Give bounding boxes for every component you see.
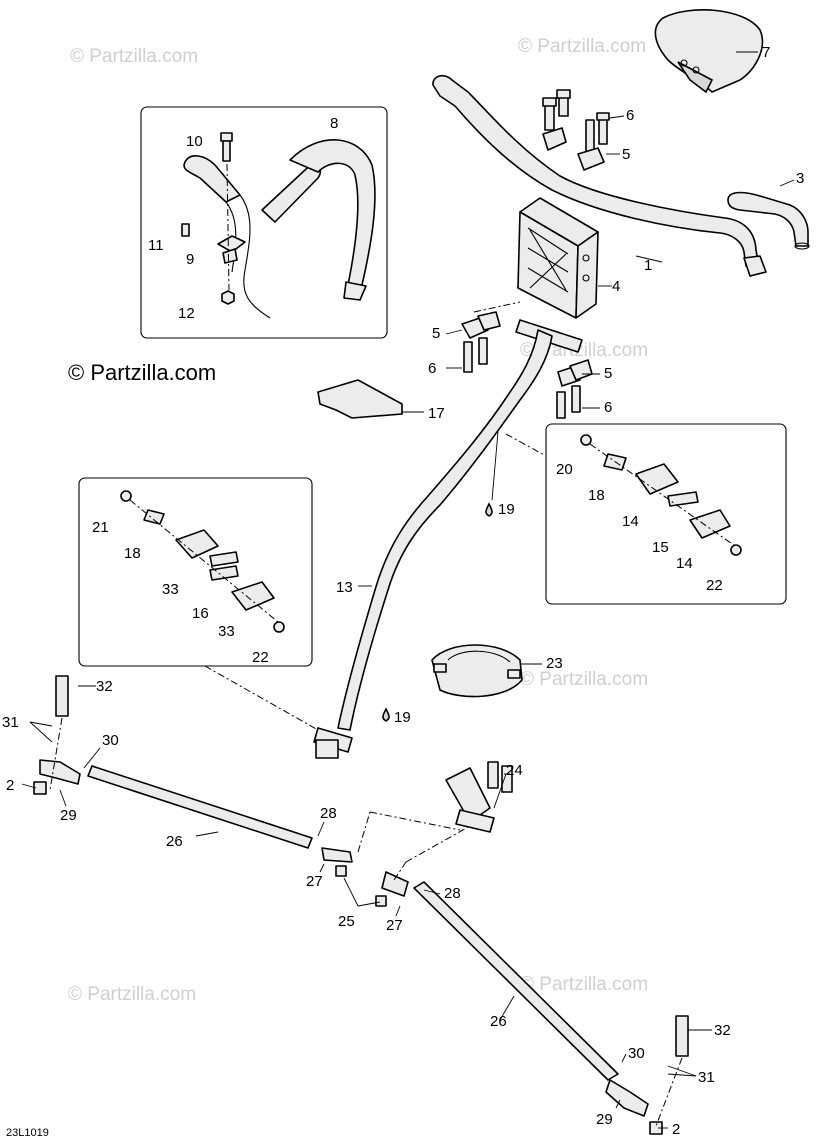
callout-label: 28 xyxy=(444,885,461,902)
pitman-arm-part xyxy=(445,761,513,833)
callout-label: 6 xyxy=(626,107,634,124)
callout-label: 15 xyxy=(652,539,669,556)
callout-label: 31 xyxy=(698,1069,715,1086)
callout-label: 11 xyxy=(148,237,164,254)
callout-label: 29 xyxy=(60,807,77,824)
callout-label: 18 xyxy=(588,487,605,504)
upper-clamp-hardware xyxy=(542,89,610,171)
watermark: © Partzilla.com xyxy=(520,669,648,690)
watermark: © Partzilla.com xyxy=(70,46,198,67)
callout-label: 12 xyxy=(178,305,195,322)
watermark: © Partzilla.com xyxy=(518,36,646,57)
handlebar-part xyxy=(432,74,767,277)
callout-label: 18 xyxy=(124,545,141,562)
callout-label: 33 xyxy=(162,581,179,598)
bolt-left-part xyxy=(55,675,69,717)
callout-label: 4 xyxy=(612,278,620,295)
callout-label: 29 xyxy=(596,1111,613,1128)
callout-label: 10 xyxy=(186,133,203,150)
handlebar-padding-detail xyxy=(181,132,376,319)
callout-label: 30 xyxy=(102,732,119,749)
lower-clamp-hardware xyxy=(461,311,593,419)
callout-label: 9 xyxy=(186,251,194,268)
watermark: © Partzilla.com xyxy=(520,340,648,361)
leader-lines xyxy=(21,51,795,1129)
callout-label: 32 xyxy=(714,1022,731,1039)
callout-label: 22 xyxy=(252,649,269,666)
callout-label: 26 xyxy=(166,833,183,850)
callout-label: 8 xyxy=(330,115,338,132)
callout-label: 3 xyxy=(796,170,804,187)
watermark: © Partzilla.com xyxy=(68,984,196,1005)
callout-label: 25 xyxy=(338,913,355,930)
watermark-prominent: © Partzilla.com xyxy=(68,360,216,385)
callout-label: 6 xyxy=(604,399,612,416)
clamp-right-detail xyxy=(580,434,742,556)
callout-label: 2 xyxy=(672,1121,680,1138)
callout-label: 14 xyxy=(676,555,693,572)
callout-label: 27 xyxy=(386,917,403,934)
riser-block-part xyxy=(517,197,599,319)
callout-label: 5 xyxy=(604,365,612,382)
callout-label: 7 xyxy=(762,44,770,61)
grease-drop-icon xyxy=(382,707,390,722)
callout-label: 23 xyxy=(546,655,563,672)
inset-box-handlebar-padding xyxy=(140,106,388,339)
ball-joints xyxy=(321,847,409,907)
plate-part xyxy=(317,379,403,419)
callout-label: 14 xyxy=(622,513,639,530)
callout-label: 27 xyxy=(306,873,323,890)
steering-column-part xyxy=(313,319,583,759)
watermark: © Partzilla.com xyxy=(520,974,648,995)
grip-part xyxy=(727,191,809,247)
callout-label: 31 xyxy=(2,714,19,731)
assembly-lines xyxy=(49,301,683,1127)
windshield-part xyxy=(654,9,764,93)
callout-label: 5 xyxy=(432,325,440,342)
grease-drop-icon xyxy=(485,502,493,517)
callout-label: 20 xyxy=(556,461,573,478)
diagram-code: 23L1019 xyxy=(6,1127,49,1139)
callout-label: 5 xyxy=(622,146,630,163)
callout-label: 1 xyxy=(644,257,652,274)
inset-box-clamp-right xyxy=(545,423,787,605)
callout-label: 19 xyxy=(394,709,411,726)
inset-box-clamp-left xyxy=(78,477,313,667)
left-tie-rod-part xyxy=(33,759,313,849)
callout-labels: 7 8 10 11 9 12 3 6 5 1 4 5 6 5 6 17 19 2… xyxy=(2,44,804,1138)
callout-label: 16 xyxy=(192,605,209,622)
callout-label: 2 xyxy=(6,777,14,794)
cover-part xyxy=(431,644,523,698)
callout-label: 24 xyxy=(506,762,523,779)
bolt-right-part xyxy=(675,1015,689,1057)
callout-label: 26 xyxy=(490,1013,507,1030)
callout-label: 21 xyxy=(92,519,109,536)
callout-label: 19 xyxy=(498,501,515,518)
callout-label: 22 xyxy=(706,577,723,594)
callout-label: 28 xyxy=(320,805,337,822)
callout-label: 6 xyxy=(428,360,436,377)
clamp-left-detail xyxy=(120,490,285,633)
callout-label: 33 xyxy=(218,623,235,640)
callout-label: 17 xyxy=(428,405,445,422)
callout-label: 32 xyxy=(96,678,113,695)
callout-label: 30 xyxy=(628,1045,645,1062)
callout-label: 13 xyxy=(336,579,353,596)
right-tie-rod-part xyxy=(413,881,663,1135)
